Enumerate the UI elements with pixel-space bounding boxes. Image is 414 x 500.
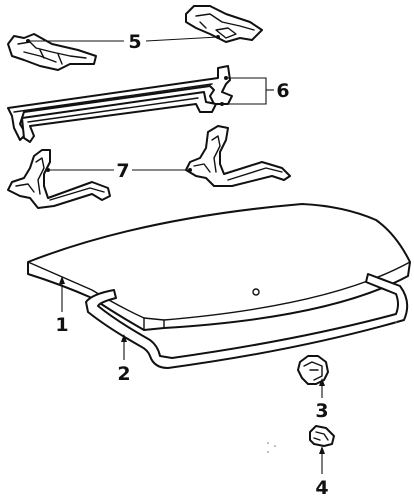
callout-5-leaders	[26, 35, 220, 43]
part-2-weatherstrip	[85, 273, 409, 369]
callout-5: 5	[128, 31, 141, 53]
part-3-lock	[297, 355, 329, 385]
callout-3-leader	[319, 378, 325, 398]
callout-2: 2	[117, 363, 130, 385]
part-7-right-hinge	[185, 125, 291, 187]
part-6-torsion-bar	[7, 65, 233, 143]
callout-6: 6	[276, 80, 289, 102]
callout-1-leader	[59, 276, 65, 312]
part-5-left-bracket	[7, 33, 97, 71]
callout-3: 3	[315, 400, 328, 422]
scan-specks	[267, 321, 397, 453]
part-4-stopper	[309, 425, 335, 447]
callout-2-leader	[121, 334, 127, 360]
part-5-right-bracket	[185, 5, 263, 43]
callout-6-leaders	[220, 76, 274, 106]
trunk-lid-emblem-icon	[252, 288, 260, 296]
callout-1: 1	[55, 314, 68, 336]
callout-4: 4	[315, 477, 328, 499]
callout-7: 7	[116, 160, 129, 182]
callout-7-leaders	[46, 168, 192, 172]
part-1-trunk-lid	[27, 203, 411, 331]
part-7-left-hinge	[7, 149, 111, 209]
callout-4-leader	[319, 446, 325, 474]
